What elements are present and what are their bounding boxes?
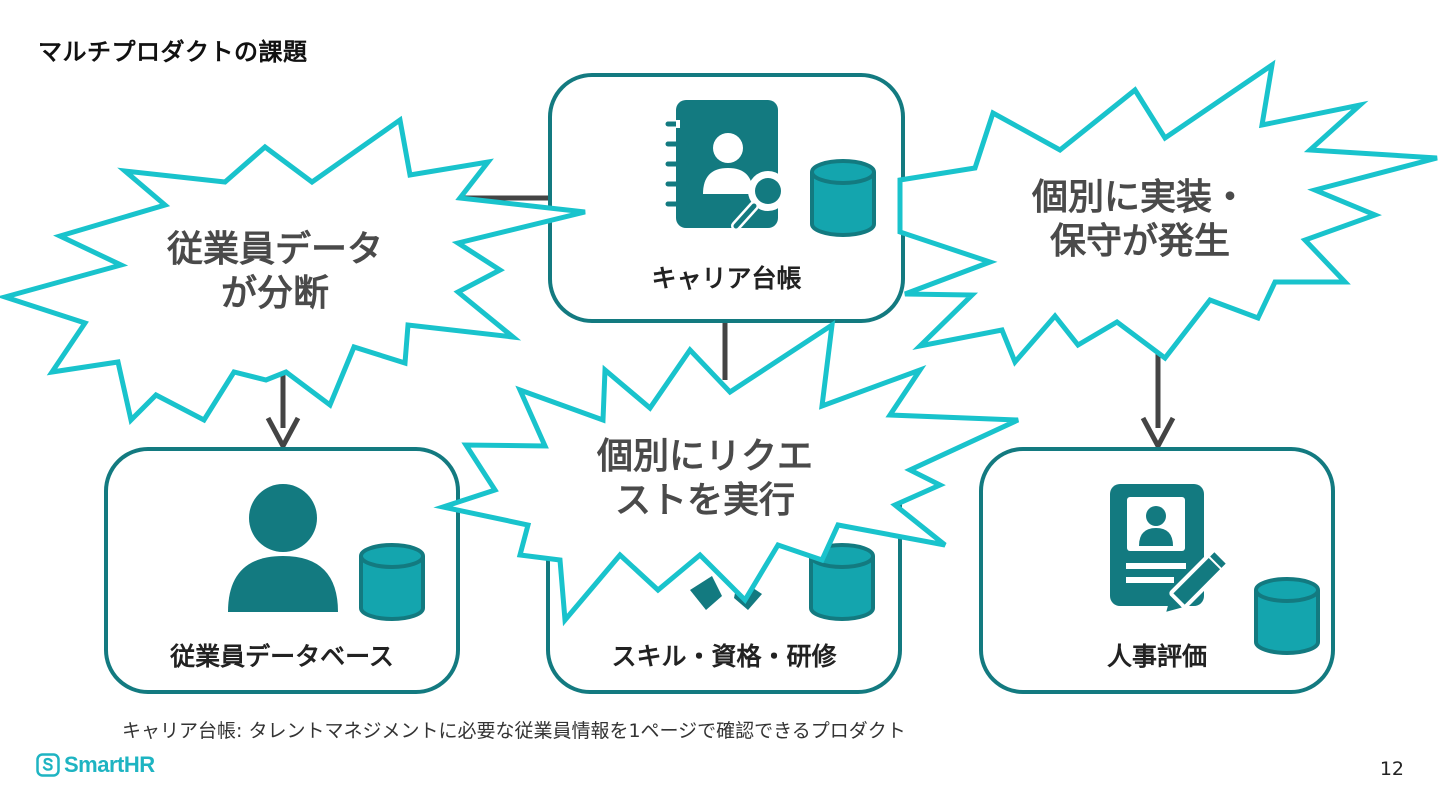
- smarthr-logo-text: SmartHR: [64, 752, 155, 777]
- burst-right-text: 個別に実装・ 保守が発生: [1031, 177, 1248, 262]
- burst-center-text: 個別にリクエ ストを実行: [596, 436, 813, 521]
- notebook-person-icon: [665, 100, 788, 231]
- slide-title: マルチプロダクトの課題: [38, 38, 308, 66]
- smarthr-logo: SmartHR: [36, 752, 155, 778]
- burst-left-text: 従業員データ が分断: [166, 229, 383, 314]
- burst-left-shape: [0, 115, 586, 425]
- node-employee-db-label: 従業員データベース: [170, 642, 394, 671]
- footnote: キャリア台帳: タレントマネジメントに必要な従業員情報を1ページで確認できるプロ…: [122, 720, 906, 742]
- arrowhead-evaluation: [1140, 416, 1176, 449]
- database-icon-career: [810, 159, 876, 237]
- profile-sheet-pencil-icon: [1110, 484, 1227, 612]
- page-number: 12: [1379, 758, 1404, 780]
- person-icon: [228, 484, 338, 612]
- burst-center-shape: [433, 319, 1020, 627]
- node-career-label: キャリア台帳: [651, 264, 802, 293]
- node-evaluation-label: 人事評価: [1106, 642, 1207, 671]
- arrowhead-employee-db: [265, 416, 301, 449]
- database-icon-evaluation: [1254, 577, 1320, 655]
- node-skills-label: スキル・資格・研修: [611, 642, 837, 671]
- database-icon-employee: [359, 543, 425, 621]
- smarthr-logo-icon: [36, 753, 60, 777]
- burst-right-shape: [897, 59, 1438, 367]
